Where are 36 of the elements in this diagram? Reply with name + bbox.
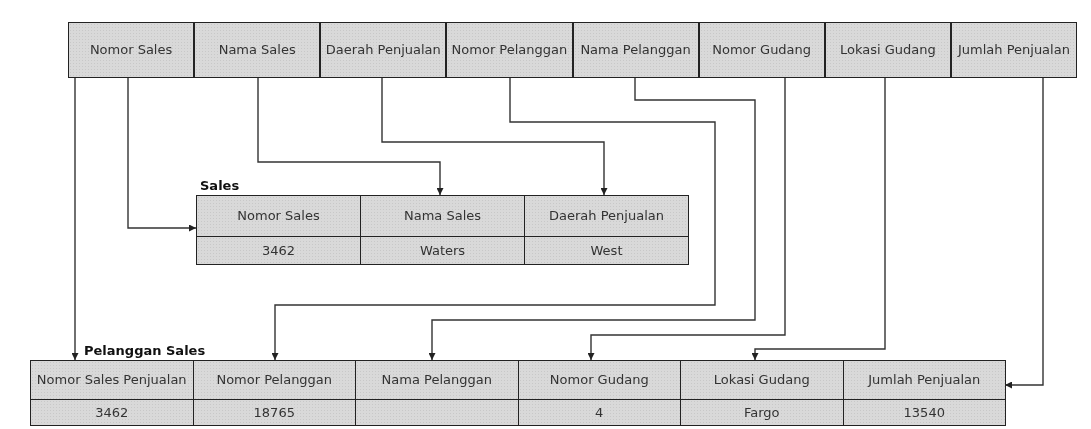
table-value: West <box>524 236 689 265</box>
table-value: Fargo <box>680 399 844 426</box>
column-header: Nomor Gudang <box>549 371 649 389</box>
arrow <box>381 77 608 196</box>
table-value: 18765 <box>192 399 356 426</box>
column-header: Nomor Gudang <box>712 41 812 59</box>
table-title: Pelanggan Sales <box>84 343 206 358</box>
arrow <box>271 77 716 361</box>
column-header: Nomor Sales Penjualan <box>36 371 187 389</box>
table-value: 13540 <box>842 399 1006 426</box>
arrow <box>71 77 79 361</box>
column-header: Nama Sales <box>218 41 296 59</box>
column-header: Lokasi Gudang <box>713 371 810 389</box>
table-value: 4 <box>517 399 681 426</box>
arrow <box>127 77 197 232</box>
arrow <box>1004 77 1044 389</box>
column-header: Daerah Penjualan <box>325 41 441 59</box>
table-value: 3462 <box>196 236 361 265</box>
column-header: Nomor Pelanggan <box>216 371 333 389</box>
table-title: Sales <box>200 178 240 193</box>
column-header: Nama Pelanggan <box>580 41 691 59</box>
table-value: Waters <box>360 236 525 265</box>
arrow <box>751 77 886 361</box>
column-header: Nomor Sales <box>89 41 173 59</box>
column-header: Jumlah Penjualan <box>957 41 1070 59</box>
table-value: 3462 <box>30 399 194 426</box>
arrow <box>428 77 756 361</box>
arrow <box>257 77 444 196</box>
column-header: Daerah Penjualan <box>549 207 664 225</box>
column-header: Nama Pelanggan <box>381 371 492 389</box>
arrow <box>587 77 786 361</box>
column-header: Jumlah Penjualan <box>868 371 981 389</box>
column-header: Nomor Pelanggan <box>451 41 568 59</box>
column-header: Nama Sales <box>403 207 482 225</box>
column-header: Lokasi Gudang <box>839 41 936 59</box>
column-header: Nomor Sales <box>237 207 320 225</box>
